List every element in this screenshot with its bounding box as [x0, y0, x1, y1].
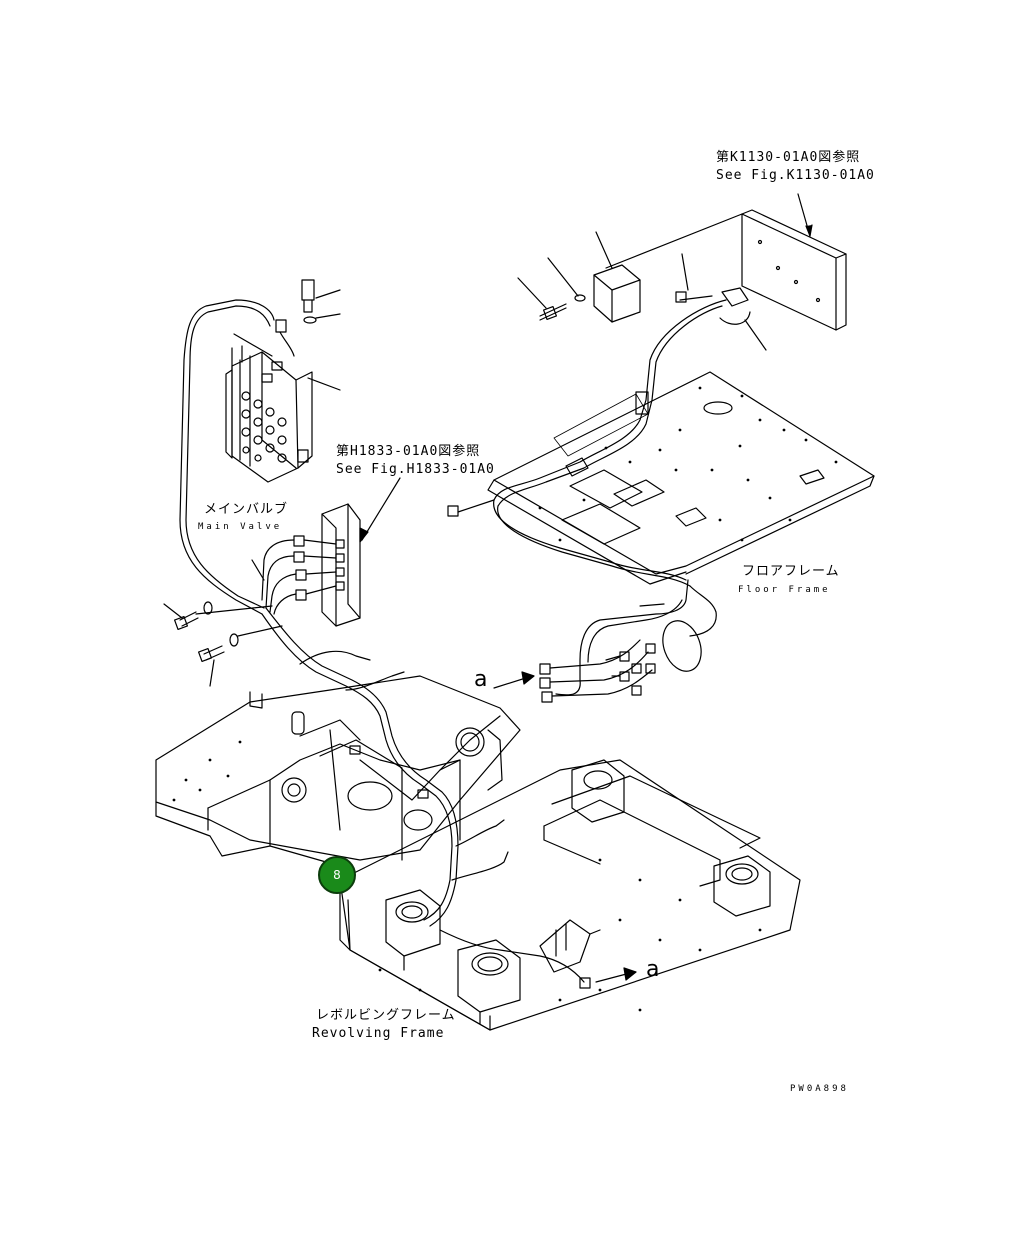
- part-callout-8[interactable]: 8: [318, 856, 356, 894]
- main-valve: [225, 345, 313, 483]
- swing-motor-far: [571, 759, 771, 917]
- ref-k1130-en: See Fig.K1130-01A0: [716, 168, 875, 183]
- harness-upper: [447, 299, 727, 587]
- callout-number: 8: [333, 868, 341, 882]
- connector-a-label-bottom: a: [646, 957, 660, 982]
- revolving-frame: [155, 675, 801, 1031]
- ref-k1130-jp: 第K1130-01A0図参照: [716, 150, 861, 165]
- floor-frame-label-jp: フロアフレーム: [742, 564, 840, 579]
- small-sensor: [719, 287, 767, 351]
- harness-connector-group: [539, 579, 717, 703]
- revolving-frame-label-en: Revolving Frame: [312, 1026, 445, 1041]
- bolt-right: [675, 253, 713, 303]
- arrow-to-a-top: [493, 671, 535, 689]
- valve-fittings: [233, 279, 341, 391]
- leader-h1833: [361, 477, 401, 541]
- main-valve-label-jp: メインバルブ: [204, 502, 289, 517]
- connector-a-label-top: a: [474, 667, 488, 692]
- drawing-code: PW0A898: [790, 1084, 849, 1094]
- floor-frame-label-en: Floor Frame: [738, 585, 831, 595]
- bolts-left: [163, 601, 283, 687]
- arrow-to-a-bottom: [595, 967, 637, 983]
- ref-h1833-en: See Fig.H1833-01A0: [336, 462, 495, 477]
- bracket: [539, 919, 601, 973]
- ref-h1833-jp: 第H1833-01A0図参照: [336, 444, 481, 459]
- plug-group: [251, 535, 337, 615]
- harness-valve: [179, 299, 275, 615]
- swing-motor-left: [385, 889, 441, 971]
- swing-motor-right: [457, 939, 521, 1025]
- connector-block: [321, 503, 361, 627]
- revolving-frame-label-jp: レボルビングフレーム: [316, 1008, 456, 1023]
- harness-lower: [261, 607, 591, 989]
- main-valve-label-en: Main Valve: [198, 522, 283, 532]
- leader-floor-frame: [553, 393, 649, 457]
- floor-frame: [487, 371, 875, 585]
- bolt-top: [517, 257, 586, 321]
- relay-box: [593, 213, 743, 323]
- controller-box: [741, 209, 847, 331]
